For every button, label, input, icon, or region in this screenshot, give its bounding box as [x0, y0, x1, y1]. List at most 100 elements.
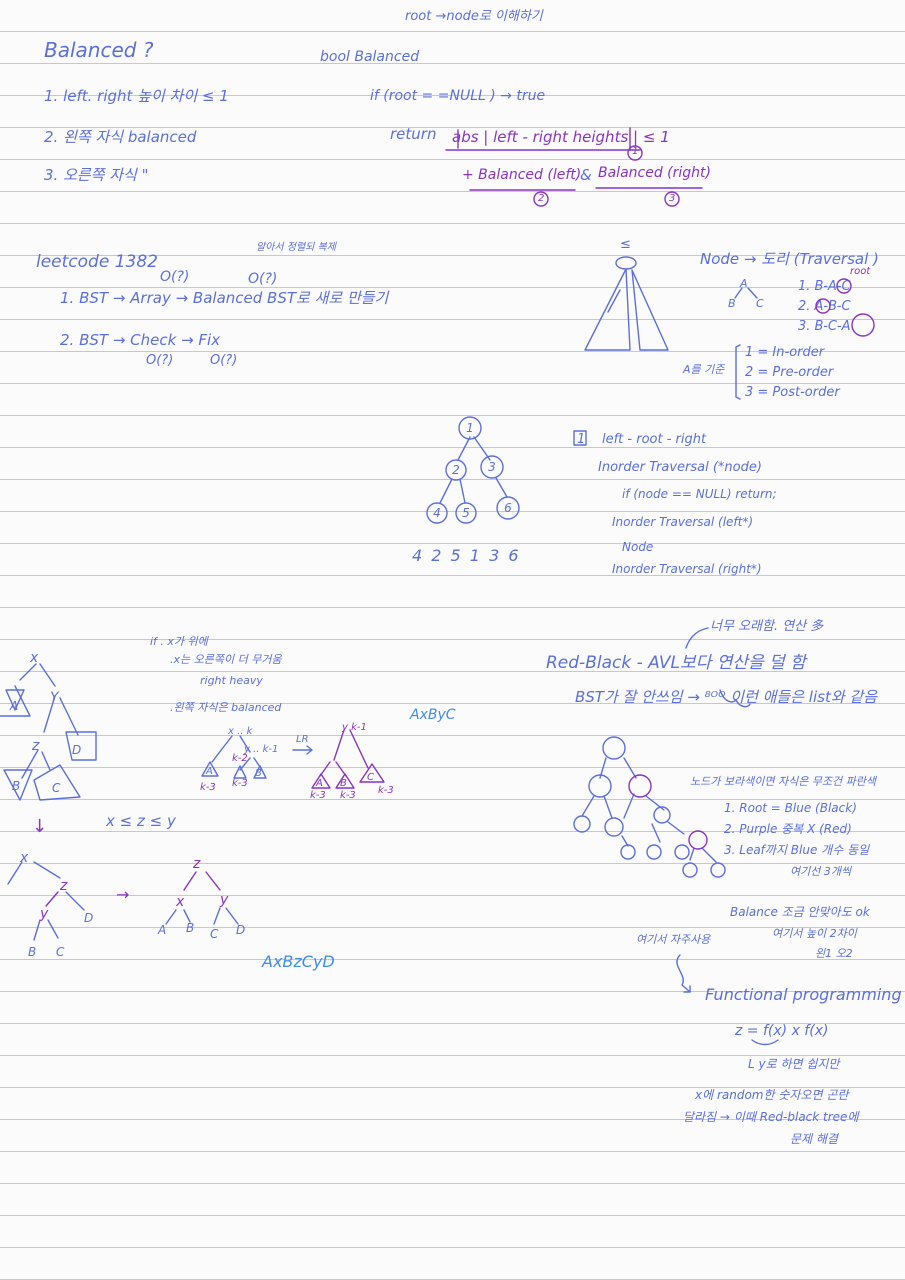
- fp-formula: z = f(x) x f(x): [735, 1023, 829, 1039]
- code-highlights: [445, 127, 703, 207]
- t1-a: A: [9, 699, 18, 713]
- svg-text:C: C: [367, 772, 374, 783]
- code-and-mid: &: [580, 166, 592, 184]
- mini-rotation-2-labels: y k-1 A B C k-3 k-3 k-3: [310, 722, 394, 801]
- svg-text:A: A: [315, 778, 323, 789]
- svg-text:z: z: [59, 878, 68, 894]
- marker-2-circle: [533, 191, 549, 207]
- svg-text:k-3: k-3: [340, 790, 356, 801]
- svg-text:x .. k: x .. k: [227, 726, 254, 737]
- rotation-tree-2-labels: x z y B C D: [19, 850, 93, 959]
- code-return: return: [390, 125, 437, 143]
- leetcode-step-2: 2. BST → Check → Fix: [60, 331, 221, 349]
- leetcode-title: leetcode 1382: [36, 252, 158, 272]
- traversal-kind-1: 1 = In-order: [745, 345, 825, 360]
- traversal-root-label: root: [850, 266, 871, 277]
- inorder-line-3: if (node == NULL) return;: [622, 487, 777, 501]
- inorder-line-5: Node: [622, 540, 654, 554]
- redblack-blue-nodes: [573, 736, 726, 878]
- leetcode-note: 알아서 정렬되 복제: [256, 242, 336, 253]
- arrow-down: ↓: [32, 816, 47, 837]
- traversal-order-2: 2. A-B-C: [798, 299, 851, 314]
- rotation-order-2: AxBzCyD: [262, 952, 335, 971]
- redblack-title: Red-Black - AVL보다 연산을 덜 함: [546, 653, 806, 673]
- svg-text:C: C: [210, 927, 219, 941]
- annotation-arrow: [685, 627, 709, 649]
- leetcode-cost-4: O(?): [210, 353, 238, 368]
- list-like-squiggle: [719, 689, 751, 708]
- inorder-line-2: Inorder Traversal (*node): [598, 460, 762, 475]
- inorder-box: [573, 430, 587, 446]
- balanced-rule-3: 3. 오른쪽 자식 ": [44, 166, 149, 184]
- fp-formula-note: L y로 하면 쉽지만: [748, 1057, 840, 1071]
- marker-1: 1: [632, 146, 639, 157]
- leetcode-step-1: 1. BST → Array → Balanced BST로 새로 만들기: [60, 289, 389, 307]
- redblack-rules-note: 여기선 3개씩: [790, 865, 852, 878]
- fp-arrow: [676, 954, 691, 993]
- inorder-nodes: [426, 416, 520, 524]
- rotation-ineq: x ≤ z ≤ y: [106, 812, 176, 830]
- svg-text:y .. k-1: y .. k-1: [243, 744, 278, 755]
- code-and-left: + Balanced (left): [462, 167, 582, 183]
- redblack-annotation: 너무 오래함. 연산 多: [710, 619, 824, 634]
- mini-rotation-2: [311, 729, 385, 789]
- svg-text:k-3: k-3: [200, 782, 216, 793]
- redblack-rule-2: 2. Purple 중복 X (Red): [724, 822, 852, 836]
- t1-d: D: [72, 743, 81, 757]
- balance-note-3: 왼1 오2: [815, 947, 853, 960]
- t1-x: x: [29, 650, 39, 666]
- svg-text:D: D: [236, 923, 245, 937]
- node-4-label: 4: [433, 506, 441, 520]
- inorder-line-1: left - root - right: [602, 432, 707, 447]
- random-note-2: 달라짐 → 이때 Red-black tree에: [683, 1110, 859, 1124]
- t1-b: B: [12, 779, 20, 793]
- traversal-kind-2: 2 = Pre-order: [745, 365, 834, 380]
- node-3-label: 3: [488, 460, 496, 474]
- lr-label: LR: [296, 734, 309, 745]
- svg-text:k-3: k-3: [232, 778, 248, 789]
- balanced-heading: Balanced ?: [44, 38, 154, 62]
- code-if-line: if (root = =NULL ) → true: [370, 88, 546, 104]
- rotation-tree-1-labels: x Y z A B C D: [9, 650, 81, 795]
- t1-y: Y: [50, 690, 60, 706]
- traversal-node-a: A: [740, 277, 748, 290]
- svg-text:k-3: k-3: [310, 790, 326, 801]
- balance-note-2: 여기서 높이 2차이: [772, 927, 857, 940]
- code-return-expr: abs | left - right heights | ≤ 1: [452, 128, 670, 146]
- marker-3-circle: [664, 191, 680, 207]
- random-note-3: 문제 해결: [790, 1132, 838, 1146]
- traversal-bracket-label: A를 기준: [683, 363, 725, 376]
- rotation-tree-2: [7, 861, 85, 941]
- redblack-rules-intro: 노드가 보라색이면 자식은 무조건 파란색: [690, 775, 877, 788]
- generic-tree-sketch: [584, 256, 669, 351]
- code-signature: bool Balanced: [320, 49, 420, 65]
- traversal-top-mark: ≤: [620, 237, 631, 252]
- svg-text:k-2: k-2: [232, 753, 248, 764]
- redblack-purple-nodes: [628, 774, 708, 850]
- inorder-line-6: Inorder Traversal (right*): [612, 562, 762, 576]
- fp-title: Functional programming: [705, 985, 902, 1004]
- usage-note: 여기서 자주사용: [636, 933, 711, 946]
- redblack-rule-3: 3. Leaf까지 Blue 개수 동일: [724, 843, 870, 857]
- balanced-rule-1: 1. left. right 높이 차이 ≤ 1: [44, 87, 229, 105]
- svg-text:C: C: [56, 945, 65, 959]
- marker-3: 3: [669, 193, 676, 204]
- inorder-result: 4 2 5 1 3 6: [412, 546, 521, 565]
- t1-z: z: [31, 738, 40, 754]
- random-note-1: x에 random한 숫자오면 곤란: [695, 1088, 849, 1102]
- leetcode-cost-3: O(?): [146, 353, 174, 368]
- svg-text:D: D: [84, 911, 93, 925]
- leetcode-cost-2: O(?): [248, 271, 278, 287]
- balanced-rule-2: 2. 왼쪽 자식 balanced: [44, 128, 197, 146]
- rotation-tree-3: [165, 871, 239, 925]
- traversal-node-c: C: [756, 297, 764, 310]
- arrow-right: →: [116, 885, 129, 904]
- svg-text:k-3: k-3: [378, 785, 394, 796]
- traversal-kind-3: 3 = Post-order: [745, 385, 840, 400]
- fp-underline: [751, 1039, 779, 1046]
- traversal-title: Node → 도리 (Traversal ): [700, 250, 879, 268]
- mini-rotation-1: [201, 735, 267, 779]
- svg-text:B: B: [28, 945, 36, 959]
- mini-rotation-1-labels: x .. k y .. k-1 k-3 k-2 k-3 A B: [200, 726, 278, 793]
- rotation-order-1: AxByC: [410, 707, 456, 723]
